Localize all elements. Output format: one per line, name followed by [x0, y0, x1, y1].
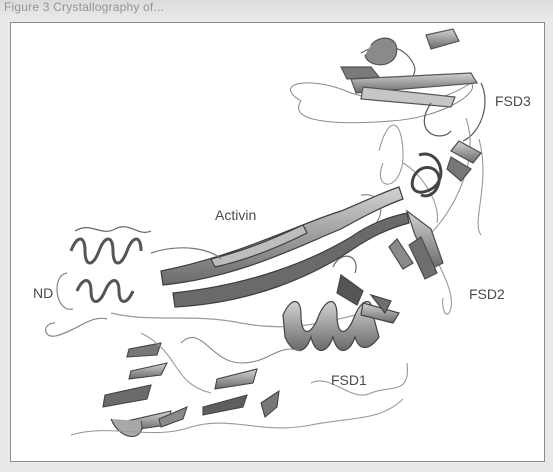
nd-label: ND [33, 285, 53, 301]
nd-domain [46, 227, 363, 337]
structure-diagram-panel: FSD3 Activin ND FSD2 FSD1 [10, 22, 545, 462]
fsd1-label: FSD1 [331, 372, 367, 388]
activin-label: Activin [215, 207, 256, 223]
fsd2-label: FSD2 [469, 286, 505, 302]
figure-caption: Figure 3 Crystallography of... [4, 0, 164, 14]
header-strip: Figure 3 Crystallography of... [0, 0, 553, 20]
fsd3-label: FSD3 [495, 93, 531, 109]
fsd2-domain [361, 141, 481, 279]
protein-ribbon-structure [11, 23, 544, 461]
fsd3-domain [291, 29, 485, 141]
activin-ligand [161, 187, 409, 307]
